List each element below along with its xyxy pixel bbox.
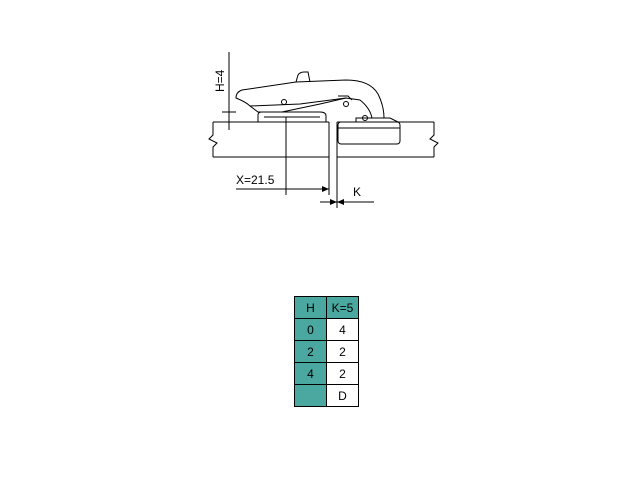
- dimension-x: [236, 117, 330, 195]
- cabinet-side-panel: [208, 121, 330, 158]
- header-k: K=5: [326, 296, 359, 319]
- mounting-plate: [257, 111, 327, 122]
- cell-k: 2: [326, 362, 359, 385]
- dimension-h-label: H=4: [213, 69, 227, 92]
- dimension-h: [222, 52, 236, 130]
- door-panel: [336, 121, 439, 158]
- cell-h: 0: [294, 318, 327, 341]
- cell-k: 2: [326, 340, 359, 363]
- cell-k: 4: [326, 318, 359, 341]
- cell-h: 2: [294, 340, 327, 363]
- cell-h: 4: [294, 362, 327, 385]
- dimension-k: [320, 157, 374, 208]
- hinge-arm: [235, 79, 385, 119]
- table-header-row: H K=5: [294, 296, 359, 319]
- table-row: 4 2: [294, 362, 359, 385]
- cell-h: [294, 384, 327, 407]
- dimension-k-label: K: [353, 185, 361, 199]
- spec-table: H K=5 0 4 2 2 4 2 D: [294, 296, 359, 407]
- header-h: H: [294, 296, 327, 319]
- table-row: D: [294, 384, 359, 407]
- table-row: 2 2: [294, 340, 359, 363]
- dimension-x-label: X=21.5: [236, 173, 275, 187]
- hinge-cup: [337, 121, 401, 145]
- cell-k: D: [326, 384, 359, 407]
- table-row: 0 4: [294, 318, 359, 341]
